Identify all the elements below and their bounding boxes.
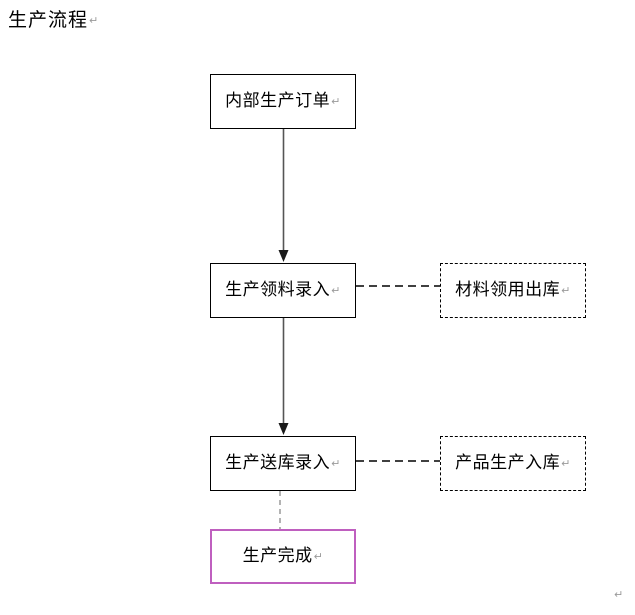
node-material-issue-outbound[interactable]: 材料领用出库↵ <box>440 263 586 318</box>
node-internal-production-order[interactable]: 内部生产订单↵ <box>210 74 356 129</box>
pilcrow-mark: ↵ <box>313 550 324 563</box>
node-production-material-requisition-entry[interactable]: 生产领料录入↵ <box>210 263 356 318</box>
pilcrow-mark: ↵ <box>89 13 100 27</box>
connector-requisition-to-material-issue <box>356 284 441 288</box>
pilcrow-mark: ↵ <box>331 284 341 297</box>
connector-requisition-to-delivery <box>277 318 291 436</box>
pilcrow-mark-trailing: ↵ <box>614 588 624 601</box>
page-title: 生产流程↵ <box>8 8 99 33</box>
pilcrow-mark: ↵ <box>561 457 571 470</box>
node-label: 生产完成 <box>242 546 313 566</box>
node-product-production-inbound[interactable]: 产品生产入库↵ <box>440 436 586 491</box>
node-production-delivery-entry[interactable]: 生产送库录入↵ <box>210 436 356 491</box>
node-label: 材料领用出库 <box>455 280 561 300</box>
pilcrow-mark: ↵ <box>331 457 341 470</box>
node-label: 产品生产入库 <box>455 453 561 473</box>
node-label: 内部生产订单 <box>225 91 331 111</box>
node-label: 生产领料录入 <box>225 280 331 300</box>
page-title-text: 生产流程 <box>8 9 89 31</box>
connector-delivery-to-complete <box>278 491 282 529</box>
connector-delivery-to-product-inbound <box>356 459 441 463</box>
connector-order-to-requisition <box>277 129 291 263</box>
node-label: 生产送库录入 <box>225 453 331 473</box>
node-production-complete[interactable]: 生产完成↵ <box>210 529 356 584</box>
pilcrow-mark: ↵ <box>561 284 571 297</box>
pilcrow-mark: ↵ <box>331 95 341 108</box>
